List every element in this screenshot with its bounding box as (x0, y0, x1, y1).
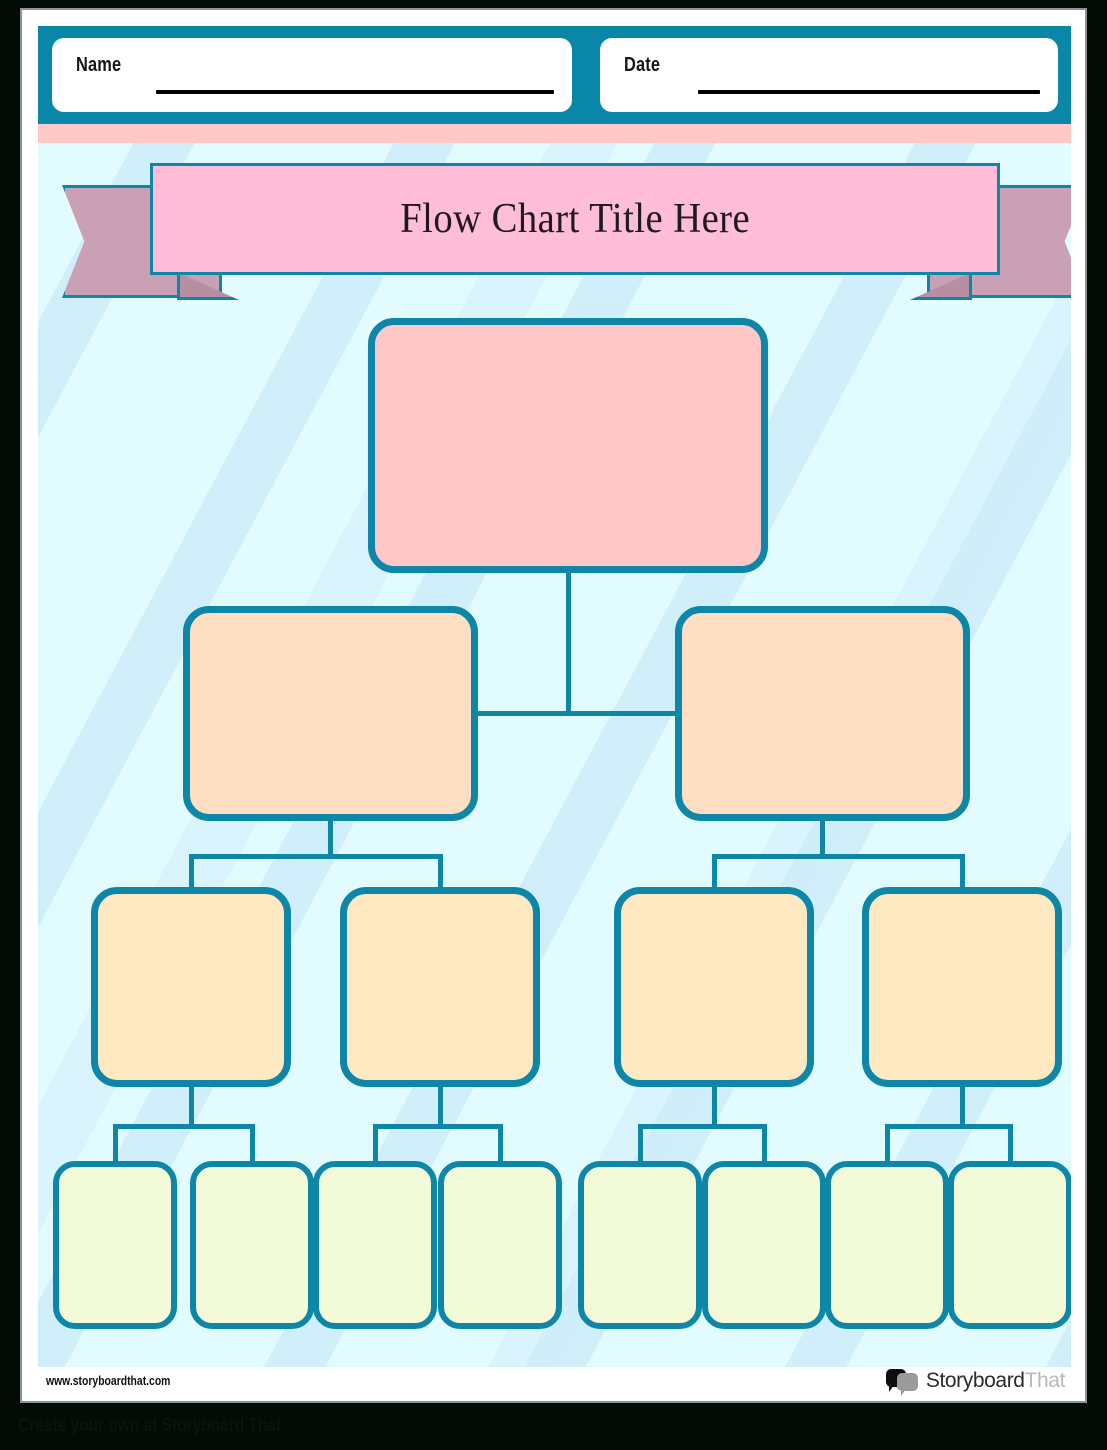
connector-bar-n3b (372, 1124, 503, 1129)
flow-node-level4-n4a[interactable] (53, 1161, 177, 1329)
title-banner-panel[interactable]: Flow Chart Title Here (150, 163, 1000, 275)
connector-bar-n2b (711, 854, 965, 859)
flow-node-level4-n4b[interactable] (190, 1161, 314, 1329)
footer-url[interactable]: www.storyboardthat.com (46, 1373, 171, 1388)
connector-stub-n3c (711, 1087, 717, 1129)
connector-drop-n4d (497, 1124, 503, 1161)
connector-horizontal-l1-left (478, 711, 573, 716)
flow-node-level3-n3b[interactable] (340, 887, 540, 1087)
flow-node-level3-n3d[interactable] (862, 887, 1062, 1087)
connector-stub-n2b (820, 821, 825, 859)
flow-node-level1-n1[interactable] (368, 318, 768, 573)
flow-chart-title[interactable]: Flow Chart Title Here (400, 196, 750, 242)
header-bar: Name Date (38, 26, 1071, 124)
flow-node-level4-n4d[interactable] (438, 1161, 562, 1329)
name-label: Name (76, 54, 122, 76)
logo-word-storyboard: Storyboard (925, 1369, 1025, 1392)
connector-drop-n3d (959, 854, 965, 887)
name-field-card[interactable]: Name (52, 38, 572, 112)
connector-drop-n3c (711, 854, 717, 887)
title-banner: Flow Chart Title Here (62, 163, 1071, 300)
footer-bar: www.storyboardthat.com StoryboardThat (38, 1367, 1071, 1397)
connector-drop-n4a (112, 1124, 118, 1161)
connector-drop-n3b (437, 854, 443, 887)
connector-drop-n4g (884, 1124, 890, 1161)
logo-text: StoryboardThat (925, 1369, 1066, 1393)
speech-bubbles-icon (885, 1368, 920, 1396)
date-label: Date (624, 54, 661, 76)
storyboardthat-logo: StoryboardThat (885, 1368, 1066, 1396)
name-input-rule[interactable] (156, 90, 554, 94)
flow-node-level3-n3a[interactable] (91, 887, 291, 1087)
connector-drop-n4c (372, 1124, 378, 1161)
connector-bar-n3a (112, 1124, 255, 1129)
flow-node-level3-n3c[interactable] (614, 887, 814, 1087)
connector-bar-n3d (884, 1124, 1013, 1129)
flow-node-level2-n2b[interactable] (675, 606, 970, 821)
connector-vertical-l1 (565, 573, 571, 716)
bottom-caption: Create your own at Storyboard That (18, 1415, 282, 1435)
flow-node-level4-n4e[interactable] (578, 1161, 702, 1329)
flow-node-level4-n4h[interactable] (948, 1161, 1071, 1329)
worksheet-body: Flow Chart Title Here (38, 143, 1071, 1367)
connector-drop-n4h (1007, 1124, 1013, 1161)
connector-stub-n3a (188, 1087, 194, 1129)
connector-drop-n4b (249, 1124, 255, 1161)
connector-bar-n2a (188, 854, 443, 859)
flow-node-level4-n4f[interactable] (702, 1161, 826, 1329)
logo-word-that: That (1024, 1369, 1066, 1392)
connector-horizontal-l1-right (568, 711, 675, 716)
connector-stub-n3d (959, 1087, 965, 1129)
worksheet-page: Name Date Flow Chart Title Here (20, 8, 1087, 1403)
date-input-rule[interactable] (698, 90, 1040, 94)
connector-drop-n3a (188, 854, 194, 887)
flow-node-level4-n4g[interactable] (825, 1161, 949, 1329)
flow-node-level4-n4c[interactable] (313, 1161, 437, 1329)
accent-strip (38, 124, 1071, 143)
connector-stub-n3b (437, 1087, 443, 1129)
flow-chart (38, 143, 1071, 1367)
date-field-card[interactable]: Date (600, 38, 1058, 112)
flow-node-level2-n2a[interactable] (183, 606, 478, 821)
connector-drop-n4f (761, 1124, 767, 1161)
connector-bar-n3c (637, 1124, 767, 1129)
connector-stub-n2a (328, 821, 333, 859)
connector-drop-n4e (637, 1124, 643, 1161)
